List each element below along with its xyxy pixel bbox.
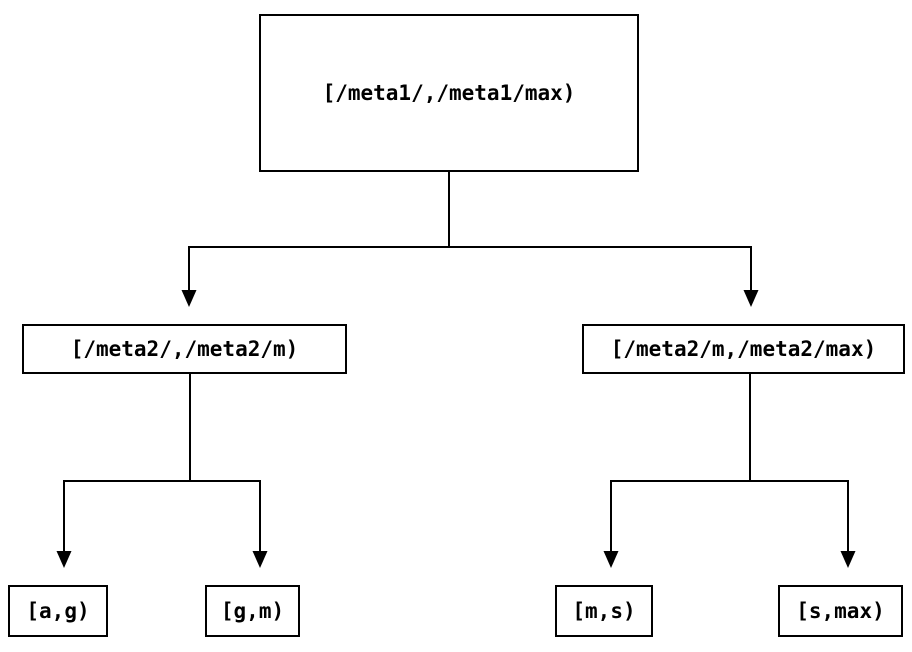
arrowhead-right-child-icon	[743, 290, 759, 307]
node-left-child-range: [/meta2/,/meta2/m)	[22, 324, 347, 374]
node-leaf-s-max: [s,max)	[778, 585, 903, 637]
node-right-child-range: [/meta2/m,/meta2/max)	[582, 324, 905, 374]
arrowhead-left-child-icon	[181, 290, 197, 307]
edge-right-to-leaves	[610, 374, 849, 552]
edge-root-to-children	[188, 171, 752, 291]
node-leaf-m-s: [m,s)	[555, 585, 653, 637]
arrowhead-leaf-smax-icon	[840, 551, 856, 568]
arrowhead-leaf-gm-icon	[252, 551, 268, 568]
arrowhead-leaf-ag-icon	[56, 551, 72, 568]
edge-left-to-leaves	[63, 374, 261, 552]
node-leaf-g-m: [g,m)	[205, 585, 300, 637]
node-root-range: [/meta1/,/meta1/max)	[259, 14, 639, 172]
arrowhead-leaf-ms-icon	[603, 551, 619, 568]
node-leaf-a-g: [a,g)	[8, 585, 108, 637]
